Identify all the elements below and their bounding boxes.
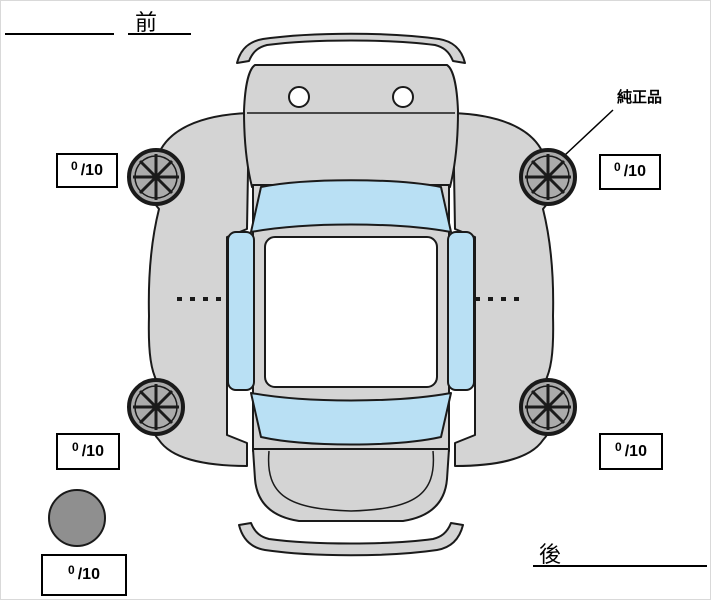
trunk-panel [252,448,450,522]
tread-max-rear-right: /10 [624,442,647,460]
annotation-lines [5,33,707,567]
tread-value-front-right: 0 [614,160,621,174]
glass-panels [227,179,475,446]
trunk-lid-line [267,450,435,512]
windshield-glass [250,179,452,233]
tread-max-rear-left: /10 [81,442,104,460]
tread-value-rear-left: 0 [72,439,79,454]
rear-label: 後 [539,542,563,567]
tread-value-spare: 0 [68,563,75,577]
wheel-rear-left [127,378,185,436]
hood-circle-right [392,86,414,108]
spare-tire-circle [48,489,106,547]
tread-box-rear-left: 0 /10 [56,433,120,470]
tread-value-rear-right: 0 [615,439,622,454]
rear-window-glass [250,392,452,446]
genuine-part-label: 純正品 [617,89,663,106]
panel-detail-lines [177,112,525,512]
tread-max-front-right: /10 [623,163,646,180]
wheel-front-right [519,148,577,206]
roof-panel [264,236,438,388]
tread-box-front-left: 0 /10 [56,153,118,188]
tread-box-front-right: 0 /10 [599,154,661,190]
hood-circle-left [288,86,310,108]
wheel-rear-right [519,378,577,436]
tread-box-rear-right: 0 /10 [599,433,663,470]
front-label: 前 [135,10,159,35]
hood-circles [288,86,414,108]
left-side-windows [227,231,255,391]
tread-max-spare: /10 [77,566,100,583]
front-bumper [236,32,466,64]
wheel-front-left [127,148,185,206]
rear-bumper [238,522,464,557]
tread-box-spare: 0 /10 [41,554,127,596]
hood-panel [243,64,459,188]
genuine-part-leader-line [564,109,614,156]
tread-value-front-left: 0 [71,158,78,173]
wheels [127,148,577,436]
tread-max-front-left: /10 [80,161,103,179]
right-side-windows [447,231,475,391]
